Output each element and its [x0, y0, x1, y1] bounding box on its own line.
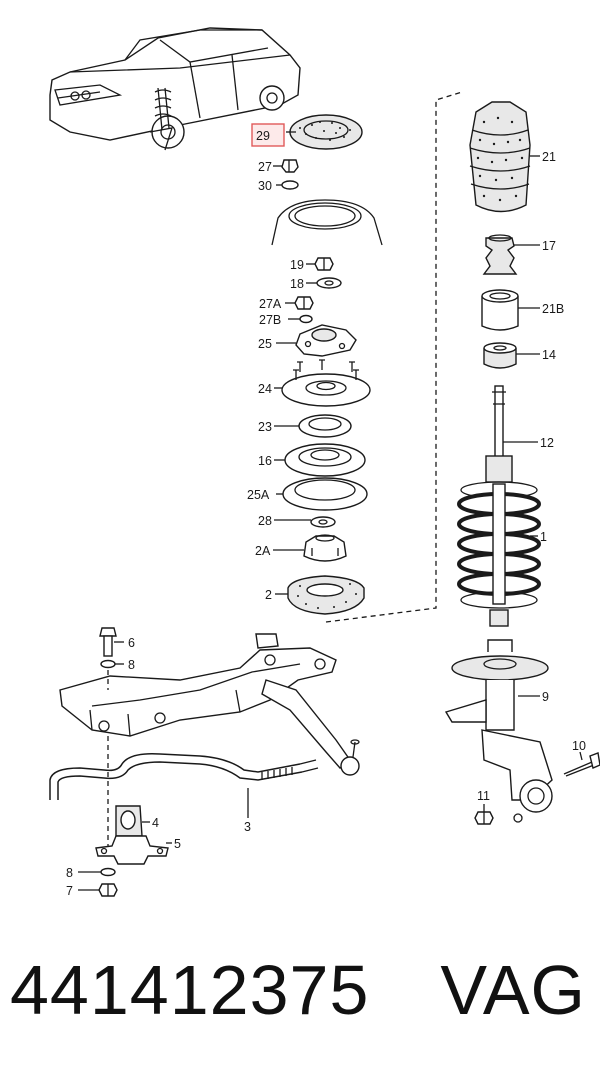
callout-29: 29 — [256, 129, 270, 143]
callout-18: 18 — [290, 277, 304, 291]
part-5-clamp — [95, 835, 169, 865]
callout-25: 25 — [258, 337, 272, 351]
part-7-nut — [98, 883, 118, 897]
callout-27B: 27B — [259, 313, 281, 327]
callout-28: 28 — [258, 514, 272, 528]
callout-29-highlight — [251, 123, 285, 147]
part-14-bush — [483, 342, 517, 369]
callout-7: 7 — [66, 884, 73, 898]
car-illustration — [49, 27, 301, 151]
part-10-bolt — [563, 752, 600, 777]
callout-21B: 21B — [542, 302, 564, 316]
part-30-washer — [281, 180, 299, 190]
callout-8-lower: 8 — [66, 866, 73, 880]
part-8-washer-lower — [100, 867, 116, 877]
part-21-dust-boot — [469, 101, 531, 213]
part-19-nut — [314, 257, 334, 271]
part-number: 441412375 — [10, 951, 370, 1029]
callout-8-upper: 8 — [128, 658, 135, 672]
callout-14: 14 — [542, 348, 556, 362]
part-29-cap — [289, 114, 363, 150]
part-17-bump-stop — [482, 234, 518, 275]
part-27A-nut — [294, 296, 314, 310]
part-16-spring-seat — [284, 443, 366, 477]
callout-17: 17 — [542, 239, 556, 253]
callout-24: 24 — [258, 382, 272, 396]
callout-12: 12 — [540, 436, 554, 450]
callout-5: 5 — [174, 837, 181, 851]
part-24-bearing-plate — [281, 359, 371, 407]
callout-16: 16 — [258, 454, 272, 468]
exploded-parts-diagram: 29 27 30 19 18 27A 27B 25 24 23 16 25A 2… — [49, 27, 600, 898]
callout-3: 3 — [244, 820, 251, 834]
part-28-washer — [310, 516, 336, 528]
callout-1: 1 — [540, 530, 547, 544]
callout-19: 19 — [290, 258, 304, 272]
part-6-bolt — [99, 627, 117, 657]
part-27-nut — [281, 159, 299, 173]
part-27B-washer — [299, 314, 313, 324]
callout-30: 30 — [258, 179, 272, 193]
callout-27: 27 — [258, 160, 272, 174]
part-1-coil-spring — [457, 481, 541, 627]
callout-4: 4 — [152, 816, 159, 830]
body-mount-opening — [271, 199, 383, 246]
part-25A-spring-seat — [282, 477, 368, 511]
part-2A-bump-stop — [303, 534, 347, 562]
part-8-washer-upper — [100, 659, 116, 669]
assembly-guide-line — [325, 91, 463, 623]
callout-6: 6 — [128, 636, 135, 650]
leader-lines — [78, 131, 583, 891]
callout-23: 23 — [258, 420, 272, 434]
part-4-bushing — [115, 805, 143, 837]
callout-2: 2 — [265, 588, 272, 602]
callout-10: 10 — [572, 739, 586, 753]
part-25-upper-mount — [295, 324, 357, 357]
part-2-mount-pad — [287, 575, 365, 615]
callout-9: 9 — [542, 690, 549, 704]
callout-25A: 25A — [247, 488, 270, 502]
callout-2A: 2A — [255, 544, 271, 558]
part-21B-sleeve — [481, 289, 519, 331]
subframe — [59, 633, 337, 737]
part-11-nut — [474, 811, 494, 825]
part-9-strut-housing — [444, 639, 553, 823]
control-arm — [261, 679, 360, 776]
brand-name: VAG — [440, 951, 586, 1029]
part-12-shock-absorber — [485, 385, 513, 483]
callout-labels: 29 27 30 19 18 27A 27B 25 24 23 16 25A 2… — [66, 129, 586, 898]
callout-11: 11 — [477, 789, 490, 803]
part-18-washer — [316, 277, 342, 289]
part-3-stabilizer-bar — [49, 752, 319, 800]
callout-21: 21 — [542, 150, 556, 164]
part-23-bearing — [298, 414, 352, 438]
callout-27A: 27A — [259, 297, 282, 311]
